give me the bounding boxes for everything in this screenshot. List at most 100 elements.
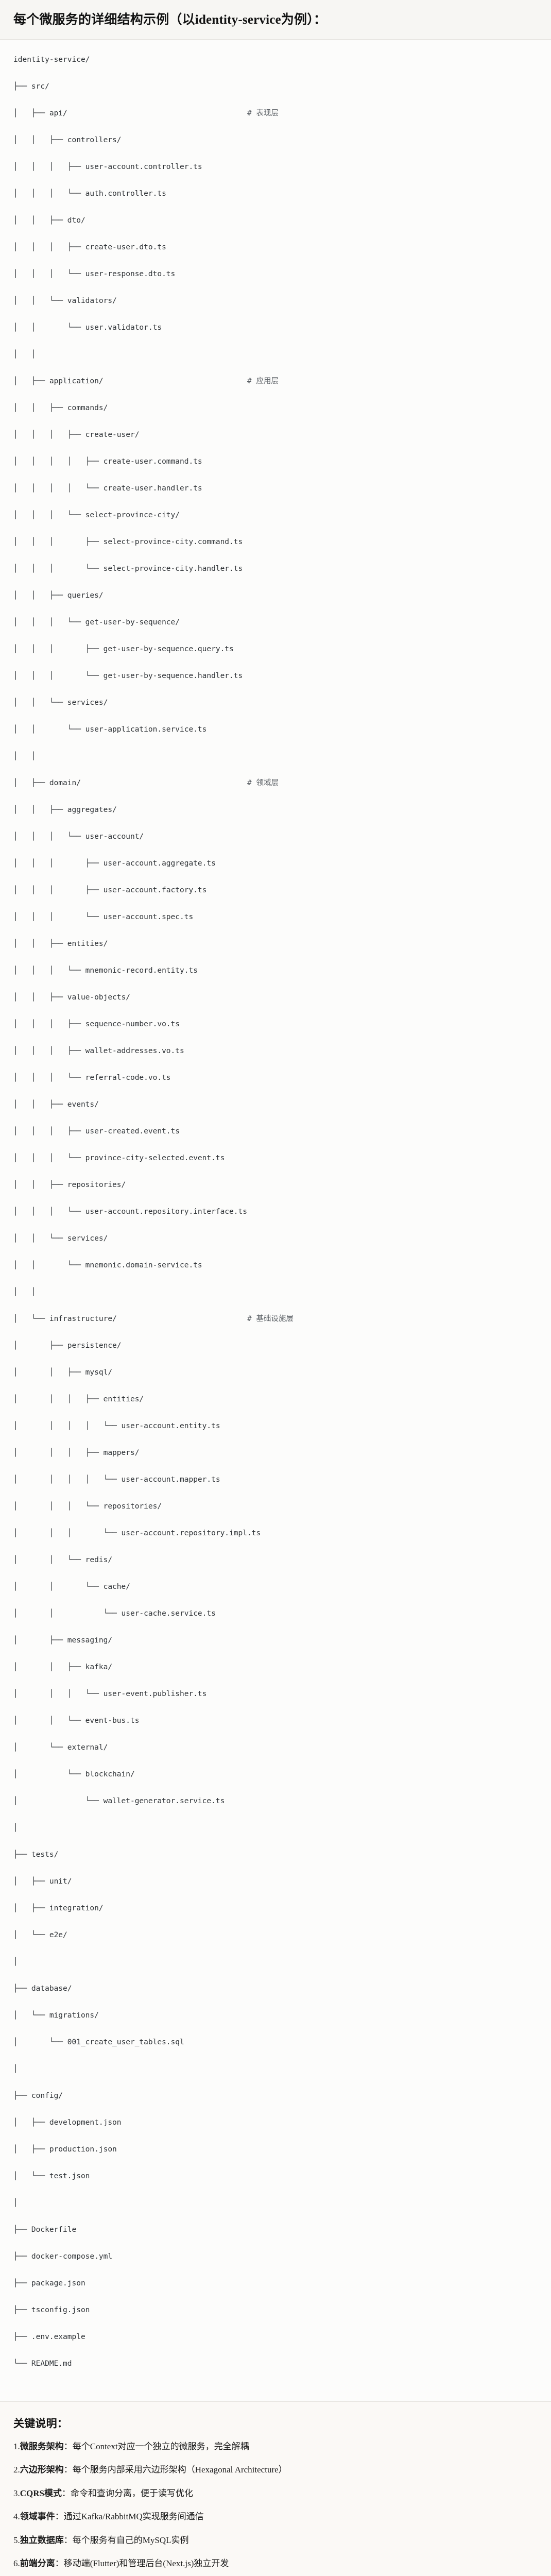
- tree-line-path: │ │ │ ├── create-user/: [13, 430, 140, 439]
- tree-line-path: │ ├── unit/: [13, 1877, 72, 1886]
- tree-line: │ │ │ └── get-user-by-sequence/: [13, 616, 538, 629]
- tree-line-path: │ │: [13, 752, 36, 760]
- tree-line-path: ├── Dockerfile: [13, 2225, 77, 2234]
- tree-line-path: │ │ │ ├── mappers/: [13, 1448, 140, 1457]
- key-note-item: 6.前端分离：移动端(Flutter)和管理后台(Next.js)独立开发: [13, 2557, 538, 2570]
- tree-line-path: │ └── blockchain/: [13, 1770, 135, 1778]
- tree-line-path: │ │ └── user-application.service.ts: [13, 725, 207, 734]
- tree-line: │ │ └── services/: [13, 1232, 538, 1245]
- tree-line-comment: # 基础设施层: [247, 1314, 294, 1323]
- tree-line-path: │ │ └── redis/: [13, 1555, 113, 1564]
- tree-line: │ │ │ └── user-account.repository.impl.t…: [13, 1527, 538, 1540]
- tree-line-path: │ │ └── user-cache.service.ts: [13, 1609, 216, 1618]
- tree-comment-spacer: [117, 1315, 247, 1323]
- tree-line: │ ├── development.json: [13, 2116, 538, 2129]
- tree-line-path: ├── package.json: [13, 2279, 85, 2287]
- key-note-item: 5.独立数据库：每个服务有自己的MySQL实例: [13, 2534, 538, 2547]
- tree-line-path: │ │ ├── entities/: [13, 939, 108, 948]
- tree-line: ├── tests/: [13, 1848, 538, 1861]
- tree-line: │ │ ├── repositories/: [13, 1178, 538, 1192]
- tree-line-path: │ │ │ ├── get-user-by-sequence.query.ts: [13, 645, 234, 653]
- key-note-separator: ：: [55, 2558, 64, 2569]
- tree-line-path: │ │ ├── repositories/: [13, 1180, 126, 1189]
- tree-line-path: │ └── migrations/: [13, 2011, 99, 2020]
- key-note-term: 前端分离: [20, 2558, 55, 2569]
- tree-line: │ └── infrastructure/ # 基础设施层: [13, 1312, 538, 1326]
- tree-line-path: │ │ │ └── province-city-selected.event.t…: [13, 1154, 225, 1162]
- tree-line: │ │ ├── value-objects/: [13, 991, 538, 1004]
- tree-line: ├── tsconfig.json: [13, 2303, 538, 2317]
- tree-line: │ │ ├── mysql/: [13, 1366, 538, 1379]
- tree-line: │ │ │ ├── user-created.event.ts: [13, 1125, 538, 1138]
- tree-line-path: │ │ │ ├── user-created.event.ts: [13, 1127, 180, 1136]
- key-note-description: 移动端(Flutter)和管理后台(Next.js)独立开发: [63, 2558, 229, 2569]
- tree-line-path: │ │ │ └── user-event.publisher.ts: [13, 1689, 207, 1698]
- tree-line-path: │ │ │ └── user-account.repository.interf…: [13, 1207, 247, 1216]
- tree-line-path: │ │ ├── kafka/: [13, 1663, 113, 1671]
- tree-line-comment: # 领域层: [247, 778, 279, 787]
- tree-line: ├── Dockerfile: [13, 2223, 538, 2236]
- tree-line: │ │ │ ├── user-account.aggregate.ts: [13, 857, 538, 870]
- key-note-item: 1.微服务架构：每个Context对应一个独立的微服务，完全解耦: [13, 2440, 538, 2453]
- key-note-term: 微服务架构: [20, 2441, 64, 2451]
- tree-line-path: │: [13, 2064, 18, 2073]
- tree-line-path: │: [13, 2198, 18, 2207]
- tree-line-path: │ │ │ ├── entities/: [13, 1395, 144, 1403]
- tree-line: │ │ │ └── get-user-by-sequence.handler.t…: [13, 669, 538, 683]
- tree-line: │ │ ├── controllers/: [13, 133, 538, 147]
- tree-line: │ │ │ │ ├── create-user.command.ts: [13, 455, 538, 468]
- tree-line-path: │ └── e2e/: [13, 1930, 67, 1939]
- tree-line-path: ├── database/: [13, 1984, 72, 1993]
- tree-line-path: │ ├── integration/: [13, 1904, 104, 1912]
- tree-line: │ │ │ └── select-province-city/: [13, 509, 538, 522]
- tree-line-path: │ │ │ └── select-province-city.handler.t…: [13, 564, 243, 573]
- tree-line: ├── package.json: [13, 2277, 538, 2290]
- tree-line: │ └── blockchain/: [13, 1768, 538, 1781]
- tree-line-path: │ │ └── services/: [13, 1234, 108, 1243]
- tree-line-path: ├── config/: [13, 2091, 63, 2100]
- tree-line: │ │ └── cache/: [13, 1580, 538, 1594]
- tree-line: ├── config/: [13, 2089, 538, 2103]
- tree-line-path: │ │ │ ├── select-province-city.command.t…: [13, 537, 243, 546]
- tree-line: │: [13, 2062, 538, 2076]
- tree-line: ├── docker-compose.yml: [13, 2250, 538, 2263]
- tree-line-path: │ │ └── cache/: [13, 1582, 130, 1591]
- tree-line-path: ├── .env.example: [13, 2332, 85, 2341]
- tree-line: │ │ └── user.validator.ts: [13, 321, 538, 334]
- tree-line-path: │ │ │ └── repositories/: [13, 1502, 162, 1511]
- tree-line-path: │ │ ├── controllers/: [13, 135, 122, 144]
- tree-line: │ │ │ │ └── user-account.mapper.ts: [13, 1473, 538, 1486]
- tree-line: │ │ │ ├── create-user.dto.ts: [13, 241, 538, 254]
- tree-line-path: │ └── wallet-generator.service.ts: [13, 1797, 225, 1805]
- tree-line-path: │ │ └── user.validator.ts: [13, 323, 162, 332]
- tree-line-path: │ │ ├── value-objects/: [13, 993, 130, 1002]
- tree-line: │ │ │ └── user-event.publisher.ts: [13, 1687, 538, 1701]
- tree-line-path: │ └── test.json: [13, 2172, 90, 2180]
- tree-line: │ │ └── mnemonic.domain-service.ts: [13, 1259, 538, 1272]
- key-note-separator: ：: [63, 2535, 73, 2545]
- tree-line-comment: # 表现层: [247, 109, 279, 117]
- key-note-description: 每个Context对应一个独立的微服务，完全解耦: [72, 2441, 249, 2451]
- tree-line-path: │ │ │ └── user-account/: [13, 832, 144, 841]
- tree-comment-spacer: [67, 109, 247, 117]
- tree-line: │ └── external/: [13, 1741, 538, 1754]
- tree-line-path: ├── docker-compose.yml: [13, 2252, 113, 2261]
- key-notes-heading: 关键说明：: [13, 2417, 68, 2430]
- tree-line: │ ├── production.json: [13, 2143, 538, 2156]
- tree-line: │ │ └── user-application.service.ts: [13, 723, 538, 736]
- tree-line-path: │ │ ├── dto/: [13, 216, 85, 225]
- key-note-term: CQRS模式: [20, 2488, 62, 2498]
- tree-line: │ ├── persistence/: [13, 1339, 538, 1352]
- tree-line: └── README.md: [13, 2357, 538, 2370]
- key-note-item: 4.领域事件：通过Kafka/RabbitMQ实现服务间通信: [13, 2510, 538, 2523]
- tree-line-path: │: [13, 1823, 18, 1832]
- tree-line: │ ├── integration/: [13, 1902, 538, 1915]
- tree-line: │ │ │ ├── get-user-by-sequence.query.ts: [13, 642, 538, 656]
- tree-line: │ ├── application/ # 应用层: [13, 375, 538, 388]
- tree-line-path: └── README.md: [13, 2359, 72, 2368]
- tree-line: │ └── test.json: [13, 2170, 538, 2183]
- tree-line: │: [13, 1955, 538, 1969]
- key-note-separator: ：: [63, 2441, 73, 2451]
- key-note-description: 命令和查询分离，便于读写优化: [70, 2488, 193, 2498]
- tree-line: │ │ ├── commands/: [13, 401, 538, 415]
